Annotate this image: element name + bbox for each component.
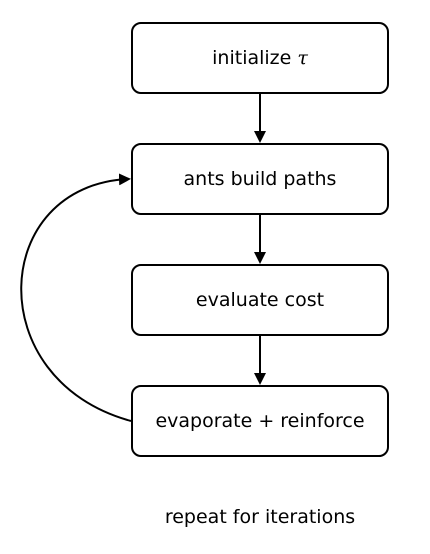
node-evaluate-cost: evaluate cost [131,264,389,336]
loop-arrow-update-to-build [20,173,132,422]
node-ants-build-paths: ants build paths [131,143,389,215]
node-initialize-label: initialize [212,47,292,69]
node-evaluate-cost-label: evaluate cost [195,289,325,311]
loop-caption: repeat for iterations [164,506,356,528]
node-ants-build-paths-label: ants build paths [183,168,337,190]
node-evaporate-reinforce-label: evaporate + reinforce [155,410,365,432]
tau-symbol: τ [297,47,308,69]
node-initialize: initialize τ [131,22,389,94]
node-evaporate-reinforce: evaporate + reinforce [131,385,389,457]
